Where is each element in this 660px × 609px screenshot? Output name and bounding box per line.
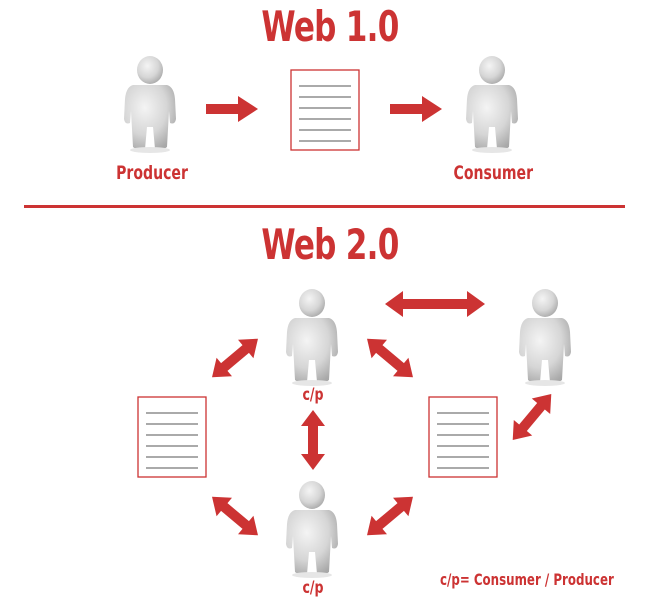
web1-title: Web 1.0	[261, 2, 399, 51]
document-icon	[290, 69, 360, 151]
arrow-icon	[390, 96, 442, 122]
cp-label-top: c/p	[302, 385, 324, 405]
arrow-icon	[206, 96, 258, 122]
double-arrow-icon	[359, 487, 421, 545]
document-right-icon	[428, 396, 498, 478]
document-left-icon	[137, 396, 207, 478]
consumer-label: Consumer	[453, 162, 534, 184]
double-arrow-icon	[503, 386, 561, 448]
legend-text: c/p= Consumer / Producer	[440, 570, 614, 589]
double-arrow-icon	[204, 487, 266, 545]
double-arrow-icon	[359, 329, 421, 387]
cp-person-top-icon	[286, 289, 338, 386]
web2-title: Web 2.0	[261, 220, 399, 269]
consumer-person-icon	[466, 56, 518, 153]
producer-person-icon	[124, 56, 176, 153]
double-arrow-icon	[301, 410, 325, 470]
cp-label-bottom: c/p	[302, 578, 324, 598]
double-arrow-icon	[385, 291, 485, 317]
producer-label: Producer	[116, 162, 188, 184]
cp-person-bottom-icon	[286, 481, 338, 578]
person-right-icon	[519, 289, 571, 386]
double-arrow-icon	[204, 329, 266, 387]
section-divider	[24, 205, 625, 208]
